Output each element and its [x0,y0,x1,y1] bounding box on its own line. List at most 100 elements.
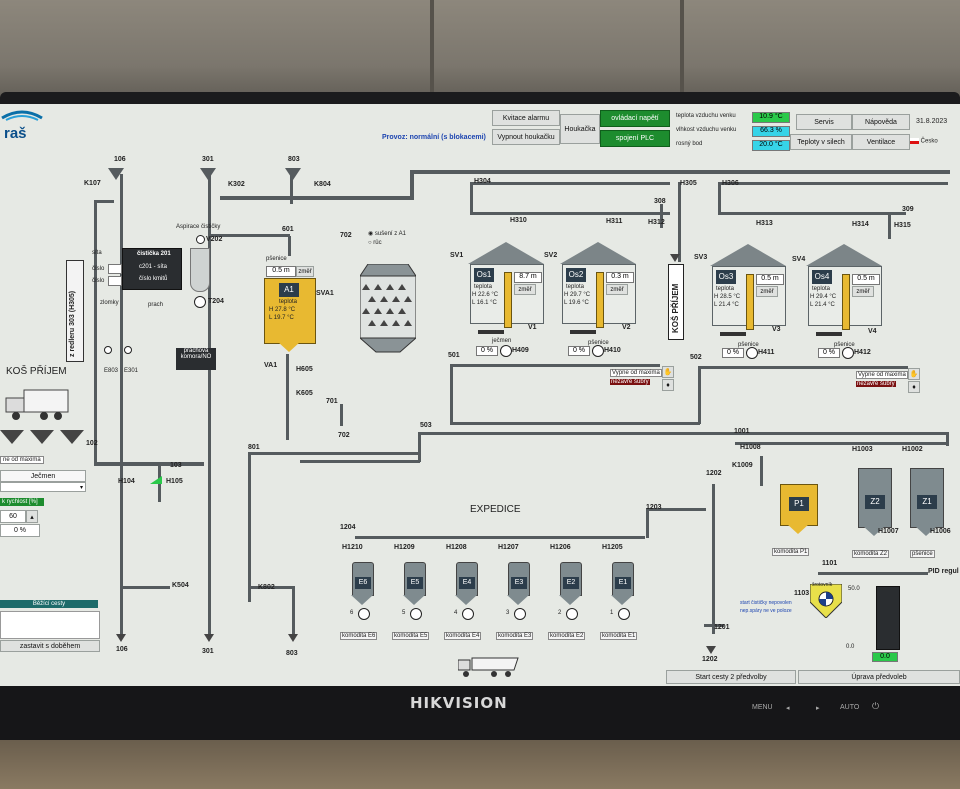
horn-off-button[interactable]: Vypnout houkačku [492,129,560,145]
silo-z1[interactable]: Z1 [910,468,944,528]
monitor-menu-button[interactable]: MENU [752,704,773,711]
max-stop-1[interactable]: Vypne od maxima [610,369,662,377]
drying-option-2[interactable]: ○ rûc [368,240,382,246]
horn-button[interactable]: Houkačka [560,114,600,144]
valve-icon[interactable] [514,608,526,620]
cislo2-value [108,276,122,286]
scale-shrotovnik[interactable]: šrotovník [809,582,843,619]
alarm-ack-button[interactable]: Kvitace alarmu [492,110,560,126]
a1-measure-button[interactable]: změř [296,266,314,277]
monitor-auto-button[interactable]: AUTO [840,704,860,711]
silo-measure-button[interactable]: změř [514,284,536,295]
silo-z2[interactable]: Z2 [858,468,892,528]
start-route-button[interactable]: Start cesty 2 předvolby [666,670,796,684]
pipe-seg [94,200,97,462]
speed-stepper[interactable]: ▴ [26,510,38,523]
pipe-seg [888,215,891,239]
e803-label: E803 [104,368,119,374]
valve-h412-icon[interactable] [842,347,854,359]
label-b301: 301 [202,648,214,655]
label-702b: 702 [338,432,350,439]
monitor-brand: HIKVISION [410,694,508,712]
dump-truck-icon [457,656,520,678]
valve-icon[interactable] [566,608,578,620]
valve-icon[interactable] [358,608,370,620]
silo-temps-button[interactable]: Teploty v silech [790,134,852,150]
valve-e301-icon[interactable] [124,346,132,354]
silo-temp-h: H 28.5 °C [714,294,741,300]
power-icon[interactable]: ⏻ [872,701,880,711]
monitor-left-icon[interactable]: ◂ [786,705,790,712]
valve-icon[interactable] [410,608,422,620]
ventilation-button[interactable]: Ventilace [852,134,910,150]
expedice-silo-e2[interactable]: H1206 E2 2 komodita E2 [548,544,586,640]
language-selector[interactable]: Česko [910,138,938,145]
valve-h410-icon[interactable] [592,345,604,357]
valve-icon[interactable] [618,608,630,620]
speed-input[interactable]: 60 [0,510,26,523]
service-button[interactable]: Servis [796,114,852,130]
valve-icon[interactable] [462,608,474,620]
label-k302: K302 [228,181,245,188]
pid-label: PID regul [928,568,959,575]
label-501: 501 [448,352,460,359]
help-button[interactable]: Nápověda [852,114,910,130]
expedice-silo-e1[interactable]: H1205 E1 1 komodita E1 [600,544,638,640]
silo-os4[interactable]: Os4 0.5 m změř teplota H 29.4 °C L 21.4 … [804,244,884,344]
drying-option-1[interactable]: ◉ sušení z A1 [368,231,406,237]
pipe-seg [450,422,700,425]
running-routes-list[interactable] [0,611,100,639]
pipe-seg [418,432,948,435]
silo-temp-l: L 21.4 °C [714,302,739,308]
grain-select-dropdown[interactable]: ▾ [0,482,86,492]
cleaner-panel[interactable]: čistička 201 c201 - síta číslo kmitů [122,248,182,290]
bell-icon[interactable]: ♦ [662,379,674,391]
silo-measure-button[interactable]: změř [852,286,874,297]
hand-icon[interactable]: ✋ [908,368,920,380]
label-1101: 1101 [822,560,838,567]
label-102: 102 [86,440,98,447]
hand-icon[interactable]: ✋ [662,366,674,378]
silo-os3[interactable]: Os3 0.5 m změř teplota H 28.5 °C L 21.4 … [708,244,788,344]
fan-t204-icon[interactable] [194,296,206,308]
silo-a1[interactable]: A1 teplota H 27.8 °C L 19.7 °C [264,278,316,344]
max-stop-2[interactable]: Vypne od maxima [856,371,908,379]
expedice-title: EXPEDICE [470,504,521,515]
silo-tag: Os1 [474,268,494,282]
pipe-seg [718,212,906,215]
silo-level-bar [842,274,850,330]
pipe-seg [292,586,295,636]
cislo2-label: číslo [92,278,105,284]
grain-select[interactable]: Ječmen [0,470,86,482]
label-h312: H312 [648,219,665,226]
silo-temp-label: teplota [716,286,735,292]
scada-screen: raš Provoz: normální (s blokacemi) Kvita… [0,104,960,686]
no-close-2[interactable]: nezavře šubry [856,381,896,387]
a1-cone [278,342,300,352]
no-close-1[interactable]: nezavře šubry [610,379,650,385]
monitor-right-icon[interactable]: ▸ [816,705,820,712]
edit-presets-button[interactable]: Úprava předvoleb [798,670,960,684]
label-1103: 1103 [794,590,810,597]
stop-after-button[interactable]: zastavit s doběhem [0,640,100,652]
silo-measure-button[interactable]: změř [756,286,778,297]
expedice-silo-e6[interactable]: H1210 E6 6 komodita E6 [340,544,378,640]
silo-os1[interactable]: Os1 8.7 m změř teplota H 22.6 °C L 16.1 … [466,242,546,342]
expedice-silo-e3[interactable]: H1207 E3 3 komodita E3 [496,544,534,640]
silo-os2[interactable]: Os2 0.3 m změř teplota H 29.7 °C L 19.6 … [558,242,638,342]
valve-h411-icon[interactable] [746,347,758,359]
valve-e803-icon[interactable] [104,346,112,354]
label-h313: H313 [756,220,773,227]
silo-temp-label: teplota [566,284,585,290]
expedice-silo-e4[interactable]: H1208 E4 4 komodita E4 [444,544,482,640]
from-max-button[interactable]: ne od maxima [0,456,44,464]
expedice-silo-e5[interactable]: H1209 E5 5 komodita E5 [392,544,430,640]
silo-measure-button[interactable]: změř [606,284,628,295]
valve-v202-icon[interactable] [196,235,205,244]
valve-h409-icon[interactable] [500,345,512,357]
label-1001: 1001 [734,428,750,435]
bell-icon[interactable]: ♦ [908,381,920,393]
pipe-seg [248,452,418,455]
a1-level: 0.5 m [266,266,296,277]
silo-p1[interactable]: P1 [780,484,818,526]
